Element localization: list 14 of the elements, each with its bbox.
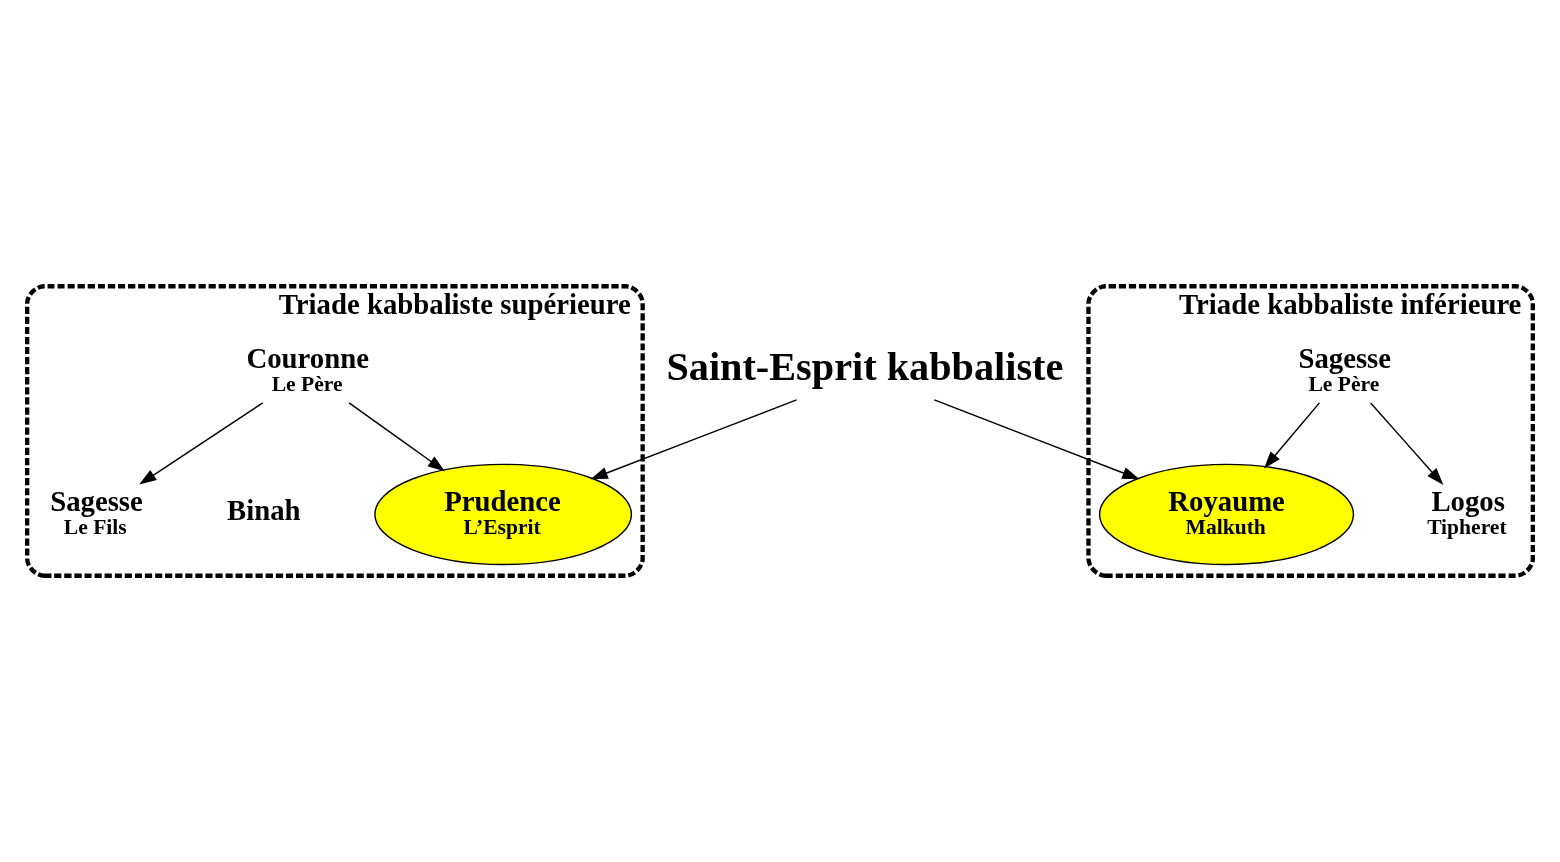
arrow (1264, 402, 1321, 469)
node-text: Saint-Esprit kabbaliste (666, 344, 1064, 390)
arrow (933, 399, 1140, 480)
node-ellipse: Prudence L’Esprit (374, 463, 633, 566)
node-text: Sagesse Le Fils (50, 484, 143, 539)
node-text: Logos Tipheret (1427, 484, 1507, 539)
arrow (348, 402, 445, 472)
node-text: Couronne Le Père (246, 342, 369, 397)
node-ellipse: Royaume Malkuth (1098, 463, 1355, 566)
node-label: Binah (227, 494, 301, 527)
arrow (1369, 402, 1444, 486)
arrow (139, 402, 264, 485)
arrow (590, 399, 798, 480)
node-text: Sagesse Le Père (1298, 342, 1392, 397)
